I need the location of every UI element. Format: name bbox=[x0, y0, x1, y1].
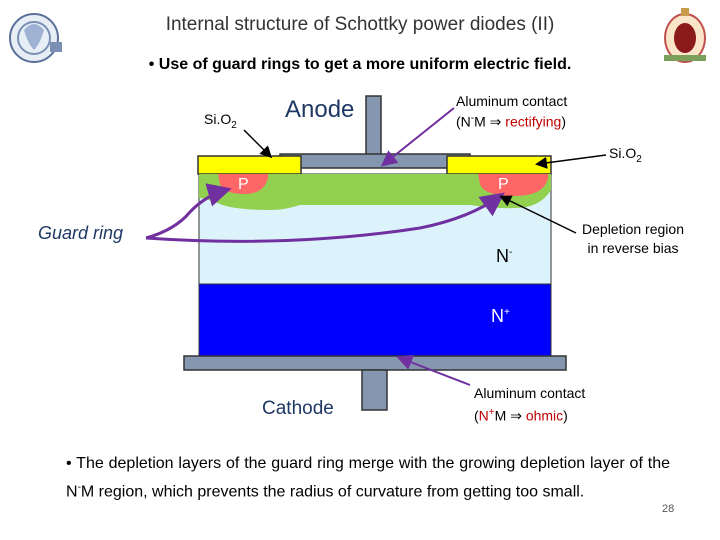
p-right-label: P bbox=[498, 176, 509, 193]
university-logo-right-icon bbox=[664, 8, 706, 63]
p-region-right bbox=[478, 174, 548, 196]
cathode-terminal bbox=[361, 369, 388, 411]
anode-label: Anode bbox=[285, 96, 355, 123]
cathode-metal-bottom bbox=[183, 355, 567, 371]
depletion-region bbox=[199, 174, 551, 210]
al-bottom-arrow bbox=[396, 354, 471, 386]
aluminum-contact-top-label: Aluminum contact (N-M ⇒ rectifying) bbox=[456, 93, 568, 130]
cathode-label: Cathode bbox=[262, 398, 334, 419]
bullet-top: • Use of guard rings to get a more unifo… bbox=[148, 56, 572, 73]
depletion-arrow bbox=[499, 195, 577, 234]
guard-ring-arrow-right bbox=[145, 192, 505, 243]
sio2-right-arrow bbox=[535, 154, 607, 169]
sio2-right-label: Si.O2 bbox=[609, 145, 642, 165]
sio2-left-label: Si.O2 bbox=[204, 111, 237, 131]
university-logo-left-icon bbox=[9, 13, 62, 63]
n-plus-region bbox=[198, 283, 552, 357]
depletion-region-label: Depletion region in reverse bias bbox=[582, 221, 684, 256]
anode-metal-top bbox=[279, 153, 471, 169]
slide-title: Internal structure of Schottky power dio… bbox=[165, 14, 555, 35]
page-number: 28 bbox=[662, 503, 675, 515]
sio2-left-arrow bbox=[243, 129, 273, 159]
n-minus-label: N- bbox=[496, 246, 513, 266]
sio2-left-pad bbox=[197, 155, 302, 175]
al-top-arrow bbox=[380, 107, 455, 167]
guard-ring-arrow-left bbox=[145, 183, 232, 240]
sio2-right-pad bbox=[446, 155, 552, 175]
n-plus-label: N+ bbox=[491, 306, 510, 326]
aluminum-contact-bottom-label: Aluminum contact (N+M ⇒ ohmic) bbox=[474, 385, 586, 424]
bullet-bottom: • The depletion layers of the guard ring… bbox=[66, 455, 670, 501]
guard-ring-label: Guard ring bbox=[38, 223, 124, 243]
p-left-label: P bbox=[238, 176, 249, 193]
